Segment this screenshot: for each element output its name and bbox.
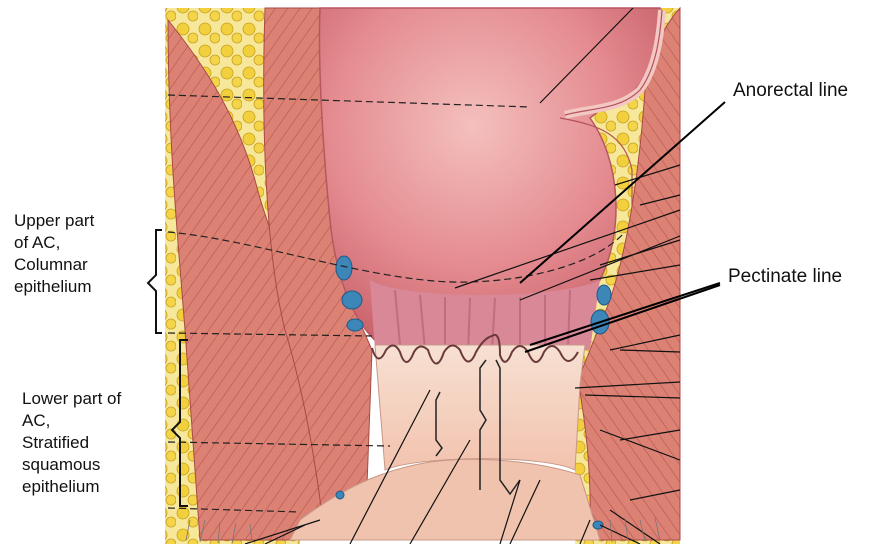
pectinate-line-label: Pectinate line	[728, 266, 842, 288]
lower-part-line-1: Lower part of	[22, 388, 121, 410]
upper-part-bracket	[148, 230, 162, 333]
lower-part-line-2: AC,	[22, 410, 121, 432]
lower-part-line-3: Stratified	[22, 432, 121, 454]
anorectal-line-label: Anorectal line	[733, 80, 848, 102]
upper-part-line-2: of AC,	[14, 232, 94, 254]
upper-part-line-1: Upper part	[14, 210, 94, 232]
lower-part-label: Lower part of AC, Stratified squamous ep…	[22, 388, 121, 498]
lower-part-line-4: squamous	[22, 454, 121, 476]
upper-part-label: Upper part of AC, Columnar epithelium	[14, 210, 94, 298]
upper-part-line-4: epithelium	[14, 276, 94, 298]
upper-part-line-3: Columnar	[14, 254, 94, 276]
lower-part-line-5: epithelium	[22, 476, 121, 498]
